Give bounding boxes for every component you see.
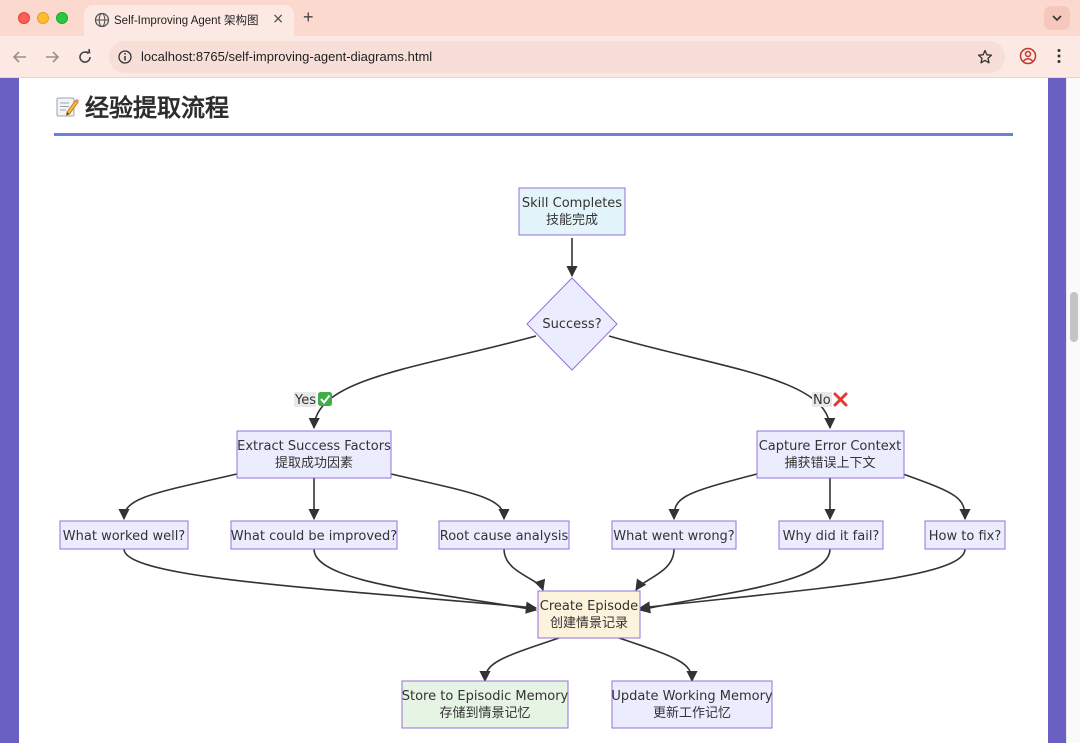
node-success-decision: Success? (526, 277, 618, 371)
edge-extract-to-root (390, 473, 510, 521)
forward-arrow-icon[interactable] (43, 48, 61, 66)
node-what-went-wrong: What went wrong? (611, 520, 737, 550)
profile-icon[interactable] (1019, 47, 1037, 65)
close-window-button[interactable] (18, 12, 30, 24)
section-title-text: 经验提取流程 (85, 94, 229, 122)
bookmark-star-icon[interactable] (977, 49, 993, 65)
flowchart: Yes No Skill Completes 技能完成 (59, 187, 1006, 729)
svg-text:Create Episode: Create Episode (540, 599, 638, 614)
new-tab-button[interactable]: + (303, 7, 314, 27)
svg-text:技能完成: 技能完成 (546, 213, 598, 228)
page-background-right (1048, 78, 1066, 743)
maximize-window-button[interactable] (56, 12, 68, 24)
page-viewport: 经验提取流程 (0, 78, 1080, 743)
svg-text:What went wrong?: What went wrong? (613, 529, 734, 544)
svg-text:Skill Completes: Skill Completes (522, 196, 622, 211)
url-text: localhost:8765/self-improving-agent-diag… (141, 49, 433, 64)
minimize-window-button[interactable] (37, 12, 49, 24)
svg-text:Yes: Yes (294, 393, 316, 408)
node-update-working-memory: Update Working Memory 更新工作记忆 (611, 680, 773, 729)
browser-tab[interactable]: Self-Improving Agent 架构图 × (84, 5, 294, 36)
reload-icon[interactable] (76, 48, 94, 66)
svg-text:Root cause analysis: Root cause analysis (440, 529, 569, 544)
menu-kebab-icon[interactable] (1056, 48, 1062, 64)
edge-extract-to-worked (118, 473, 238, 521)
section-divider (54, 133, 1013, 136)
scrollbar-thumb[interactable] (1070, 292, 1078, 342)
edge-root-to-episode (503, 548, 546, 592)
tab-close-icon[interactable]: × (272, 11, 284, 27)
content-card: 经验提取流程 (19, 78, 1048, 743)
browser-toolbar: localhost:8765/self-improving-agent-diag… (0, 36, 1080, 78)
edge-decision-no (608, 335, 836, 430)
node-how-to-fix: How to fix? (924, 520, 1006, 550)
section-heading: 经验提取流程 (55, 88, 229, 123)
memo-icon (56, 97, 79, 116)
node-what-worked-well: What worked well? (59, 520, 189, 550)
svg-text:How to fix?: How to fix? (929, 529, 1001, 544)
node-why-did-it-fail: Why did it fail? (778, 520, 884, 550)
edge-label-yes: Yes (294, 392, 332, 408)
check-mark-icon (318, 392, 332, 406)
page-background-left (0, 78, 19, 743)
flow-edges (118, 238, 971, 683)
svg-text:创建情景记录: 创建情景记录 (550, 616, 628, 631)
tab-search-button[interactable] (1044, 6, 1070, 30)
chevron-down-icon (1052, 15, 1062, 22)
back-arrow-icon[interactable] (11, 48, 29, 66)
edge-fix-to-episode (638, 548, 966, 613)
globe-icon (94, 12, 110, 28)
svg-text:捕获错误上下文: 捕获错误上下文 (784, 455, 875, 471)
svg-text:存储到情景记忆: 存储到情景记忆 (439, 705, 530, 721)
svg-text:提取成功因素: 提取成功因素 (275, 455, 353, 471)
svg-text:Why did it fail?: Why did it fail? (783, 529, 880, 544)
node-store-episodic-memory: Store to Episodic Memory 存储到情景记忆 (401, 680, 569, 729)
scrollbar[interactable] (1066, 78, 1080, 743)
edge-capture-to-fix (902, 473, 971, 521)
svg-text:What could be improved?: What could be improved? (231, 529, 397, 544)
site-info-icon[interactable] (118, 50, 132, 64)
node-skill-completes: Skill Completes 技能完成 (518, 187, 626, 236)
node-capture-error-context: Capture Error Context 捕获错误上下文 (756, 430, 905, 479)
edge-improve-to-episode (313, 548, 538, 614)
edge-episode-to-store (479, 637, 560, 683)
edge-worked-to-episode (123, 548, 538, 613)
edge-decision-yes (308, 335, 537, 430)
svg-text:Update Working Memory: Update Working Memory (611, 689, 773, 704)
address-bar[interactable]: localhost:8765/self-improving-agent-diag… (109, 41, 1005, 73)
svg-text:Store to Episodic Memory: Store to Episodic Memory (402, 689, 569, 704)
edge-capture-to-wrong (668, 473, 758, 521)
tab-strip: Self-Improving Agent 架构图 × + (0, 0, 1080, 36)
edge-why-to-episode (638, 548, 831, 614)
svg-text:更新工作记忆: 更新工作记忆 (653, 705, 731, 721)
svg-text:No: No (813, 393, 831, 408)
edge-episode-to-update (618, 637, 698, 683)
svg-text:Capture Error Context: Capture Error Context (759, 439, 902, 454)
node-root-cause-analysis: Root cause analysis (438, 520, 570, 550)
node-what-could-be-improved: What could be improved? (230, 520, 398, 550)
node-create-episode: Create Episode 创建情景记录 (537, 590, 641, 639)
svg-text:Extract Success Factors: Extract Success Factors (237, 439, 391, 454)
edge-label-no: No (812, 392, 848, 408)
svg-text:What worked well?: What worked well? (63, 529, 185, 544)
svg-text:Success?: Success? (542, 317, 601, 332)
tab-title: Self-Improving Agent 架构图 (114, 15, 259, 27)
edge-wrong-to-episode (635, 548, 675, 591)
cross-mark-icon (833, 392, 848, 407)
node-extract-success-factors: Extract Success Factors 提取成功因素 (236, 430, 392, 479)
